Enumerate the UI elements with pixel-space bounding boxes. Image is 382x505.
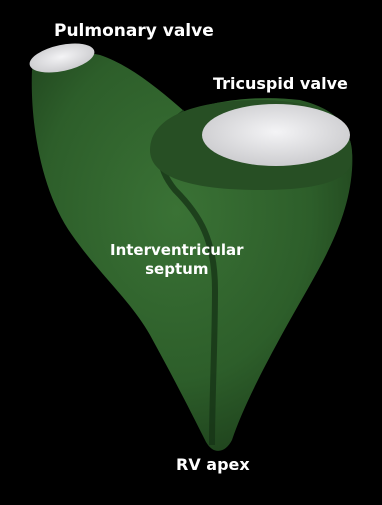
tricuspid-valve <box>202 104 350 166</box>
septum-label: Interventricular septum <box>110 241 244 279</box>
septum-label-line1: Interventricular <box>110 241 244 260</box>
rv-apex-label: RV apex <box>176 455 250 474</box>
tricuspid-valve-label: Tricuspid valve <box>213 74 348 93</box>
pulmonary-valve-label: Pulmonary valve <box>54 21 214 41</box>
septum-label-line2: septum <box>110 260 244 279</box>
